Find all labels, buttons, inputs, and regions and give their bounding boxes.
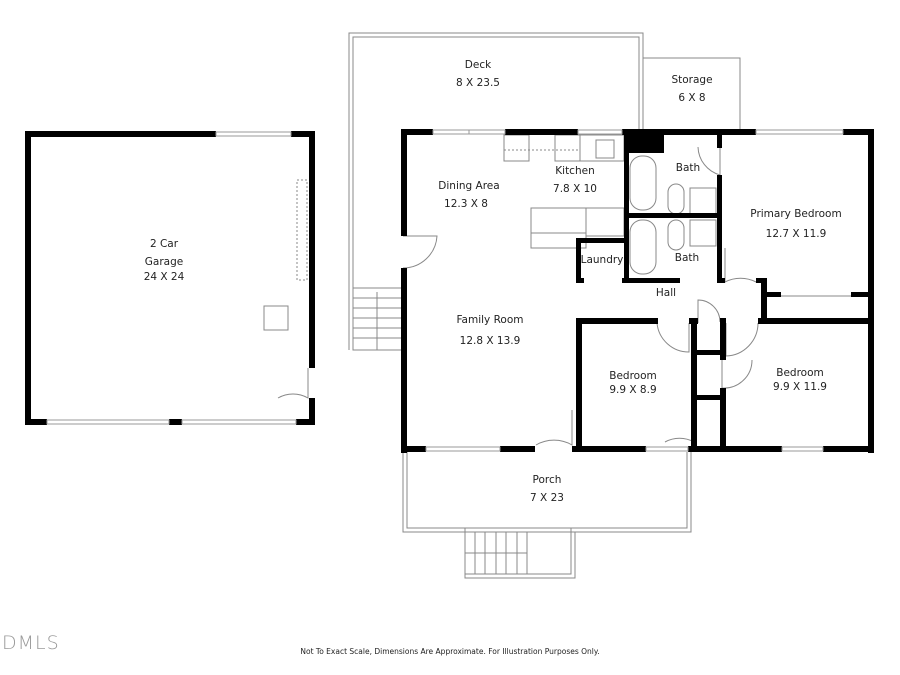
dining-name: Dining Area — [438, 180, 500, 192]
dmls-logo: DMLS — [2, 632, 60, 654]
family-dims: 12.8 X 13.9 — [459, 335, 521, 347]
door-dining — [402, 235, 438, 269]
dining-dims: 12.3 X 8 — [444, 198, 488, 210]
room-label-dining: Dining Area 12.3 X 8 — [438, 180, 499, 210]
door-hall — [697, 299, 721, 323]
door-bed2-closet — [656, 322, 690, 353]
windows — [46, 129, 844, 452]
storage-dims: 6 X 8 — [678, 92, 706, 104]
room-label-primary: Primary Bedroom 12.7 X 11.9 — [750, 208, 841, 240]
walls — [25, 129, 874, 453]
garage-dims: 24 X 24 — [143, 271, 185, 283]
primary-dims: 12.7 X 11.9 — [765, 228, 827, 240]
porch-stairs — [464, 531, 528, 575]
room-label-deck: Deck 8 X 23.5 — [456, 59, 500, 89]
door-bed3-closet — [721, 359, 753, 389]
kitchen-dims: 7.8 X 10 — [553, 183, 597, 195]
room-label-laundry: Laundry — [580, 254, 624, 266]
storage-name: Storage — [671, 74, 713, 86]
room-label-bedroom3: Bedroom 9.9 X 11.9 — [773, 367, 827, 393]
room-label-family: Family Room 12.8 X 13.9 — [456, 314, 523, 347]
room-label-bath1: Bath — [675, 162, 701, 174]
door-primary — [724, 248, 757, 283]
porch-name: Porch — [532, 474, 562, 486]
door-bath1 — [697, 146, 721, 176]
door-front — [535, 410, 573, 446]
room-label-garage: 2 Car Garage 24 X 24 — [144, 235, 185, 286]
room-label-bath2: Bath — [674, 252, 700, 264]
family-name: Family Room — [456, 314, 524, 326]
porch-dims: 7 X 23 — [530, 492, 564, 504]
room-label-bedroom2: Bedroom 9.9 X 8.9 — [609, 370, 657, 396]
room-label-kitchen: Kitchen 7.8 X 10 — [553, 165, 597, 195]
disclaimer-text: Not To Exact Scale, Dimensions Are Appro… — [300, 647, 600, 656]
bedroom3-dims: 9.9 X 11.9 — [773, 381, 827, 393]
room-label-porch: Porch 7 X 23 — [530, 474, 564, 504]
storage-outline — [643, 57, 741, 131]
deck-stairs — [352, 287, 403, 351]
door-bed3 — [725, 322, 759, 357]
room-label-hall: Hall — [655, 287, 677, 299]
garage-name-1: 2 Car — [149, 238, 179, 250]
kitchen-name: Kitchen — [555, 165, 595, 177]
primary-name: Primary Bedroom — [750, 208, 842, 220]
bedroom2-name: Bedroom — [609, 370, 657, 382]
deck-dims: 8 X 23.5 — [456, 77, 500, 89]
deck-name: Deck — [464, 59, 492, 71]
bedroom3-name: Bedroom — [776, 367, 824, 379]
deck-outline — [348, 32, 644, 350]
door-garage — [277, 368, 309, 399]
door-bed2 — [664, 411, 695, 443]
bedroom2-dims: 9.9 X 8.9 — [609, 384, 657, 396]
room-label-storage: Storage 6 X 8 — [671, 74, 712, 104]
garage-name-2: Garage — [144, 256, 184, 268]
